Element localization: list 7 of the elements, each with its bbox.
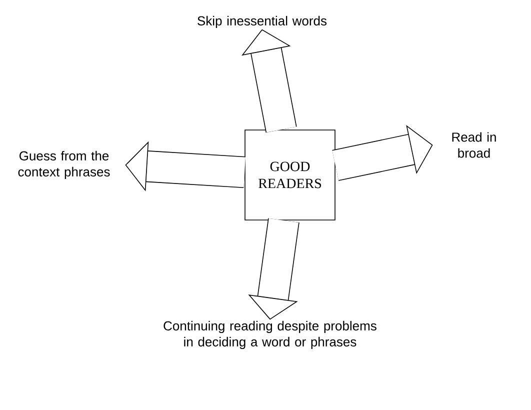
block-arrow (242, 29, 297, 133)
outcome-text: Read in broad (452, 132, 496, 158)
block-arrow (332, 124, 433, 181)
outcome-text: Continuing reading despite problems in deciding a word or phrases (164, 320, 376, 350)
outcome-text: Skip inessential words (198, 16, 327, 28)
center-square: GOOD READERS (244, 130, 336, 220)
outcome-text: Guess from the context phrases (18, 150, 110, 180)
